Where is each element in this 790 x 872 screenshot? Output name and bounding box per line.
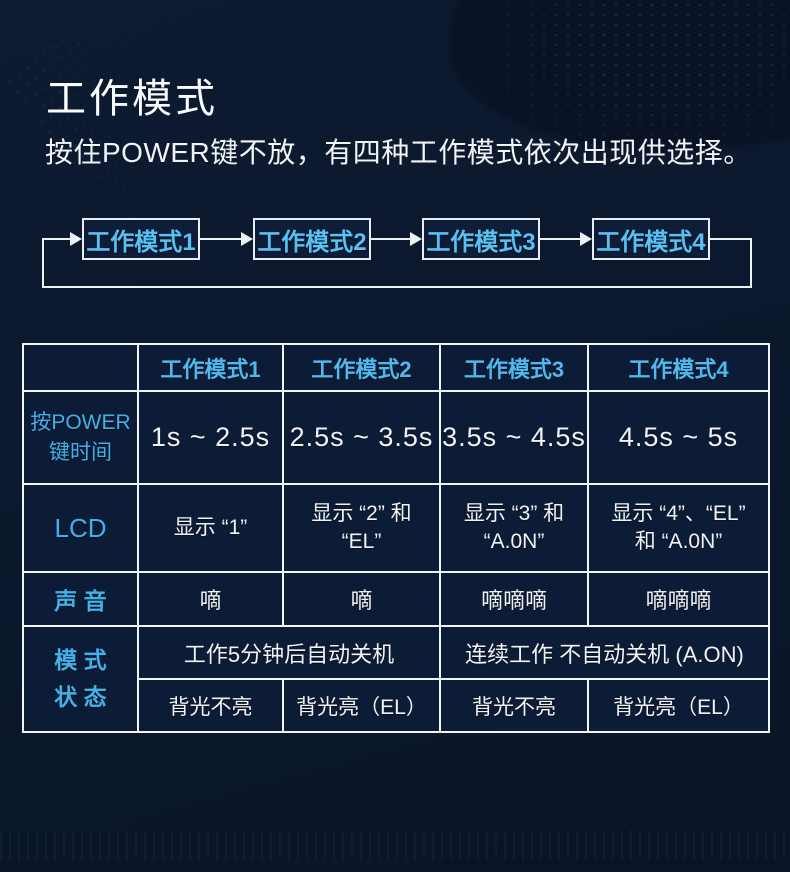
- row-header-sound: 声 音: [24, 573, 137, 625]
- column-header-mode-3: 工作模式3: [441, 345, 587, 390]
- background-dots-top-right: [430, 0, 790, 190]
- table-corner-cell: [24, 345, 137, 390]
- flow-node-mode-4: 工作模式4: [592, 218, 710, 260]
- table-cell-backlight-2: 背光亮（EL）: [284, 680, 439, 731]
- arrow-right-icon: [410, 232, 422, 246]
- flow-node-mode-3: 工作模式3: [422, 218, 540, 260]
- connector-line: [371, 238, 411, 240]
- page-title: 工作模式: [46, 77, 218, 121]
- loop-connector-line: [42, 238, 752, 288]
- column-header-mode-1: 工作模式1: [139, 345, 282, 390]
- table-cell-sound-4: 嘀嘀嘀: [589, 573, 768, 625]
- table-cell-continuous: 连续工作 不自动关机 (A.ON): [441, 627, 768, 678]
- table-cell-lcd-3: 显示 “3” 和 “A.0N”: [441, 485, 587, 571]
- table-cell-sound-3: 嘀嘀嘀: [441, 573, 587, 625]
- table-cell-backlight-4: 背光亮（EL）: [589, 680, 768, 731]
- flow-node-label: 工作模式3: [426, 228, 536, 256]
- table-cell-sound-2: 嘀: [284, 573, 439, 625]
- table-cell-time-2: 2.5s ~ 3.5s: [284, 392, 439, 483]
- flow-node-label: 工作模式2: [257, 228, 367, 256]
- table-cell-time-4: 4.5s ~ 5s: [589, 392, 768, 483]
- table-cell-time-1: 1s ~ 2.5s: [139, 392, 282, 483]
- flow-node-mode-1: 工作模式1: [82, 218, 200, 260]
- table-cell-lcd-2: 显示 “2” 和 “EL”: [284, 485, 439, 571]
- table-cell-backlight-3: 背光不亮: [441, 680, 587, 731]
- page-subtitle: 按住POWER键不放，有四种工作模式依次出现供选择。: [45, 137, 752, 168]
- table-cell-lcd-1: 显示 “1”: [139, 485, 282, 571]
- mode-comparison-table: 工作模式1 工作模式2 工作模式3 工作模式4 按POWER 键时间 1s ~ …: [22, 343, 770, 733]
- column-header-mode-4: 工作模式4: [589, 345, 768, 390]
- connector-line: [540, 238, 581, 240]
- connector-line: [200, 238, 242, 240]
- flow-node-label: 工作模式1: [86, 228, 196, 256]
- arrow-right-icon: [580, 232, 592, 246]
- row-header-power-time: 按POWER 键时间: [24, 392, 137, 483]
- table-cell-sound-1: 嘀: [139, 573, 282, 625]
- connector-line: [44, 238, 71, 240]
- table-cell-time-3: 3.5s ~ 4.5s: [441, 392, 587, 483]
- table-cell-auto-off: 工作5分钟后自动关机: [139, 627, 439, 678]
- arrow-right-icon: [241, 232, 253, 246]
- flow-node-mode-2: 工作模式2: [253, 218, 371, 260]
- flow-node-label: 工作模式4: [596, 228, 706, 256]
- arrow-right-icon: [70, 232, 82, 246]
- column-header-mode-2: 工作模式2: [284, 345, 439, 390]
- table-cell-backlight-1: 背光不亮: [139, 680, 282, 731]
- table-cell-lcd-4: 显示 “4”、“EL” 和 “A.0N”: [589, 485, 768, 571]
- connector-line: [708, 238, 752, 240]
- mode-cycle-diagram: 工作模式1 工作模式2 工作模式3 工作模式4: [0, 0, 790, 300]
- row-header-lcd: LCD: [24, 485, 137, 571]
- background-band: [0, 830, 790, 860]
- row-header-mode-status: 模 式 状 态: [24, 627, 137, 731]
